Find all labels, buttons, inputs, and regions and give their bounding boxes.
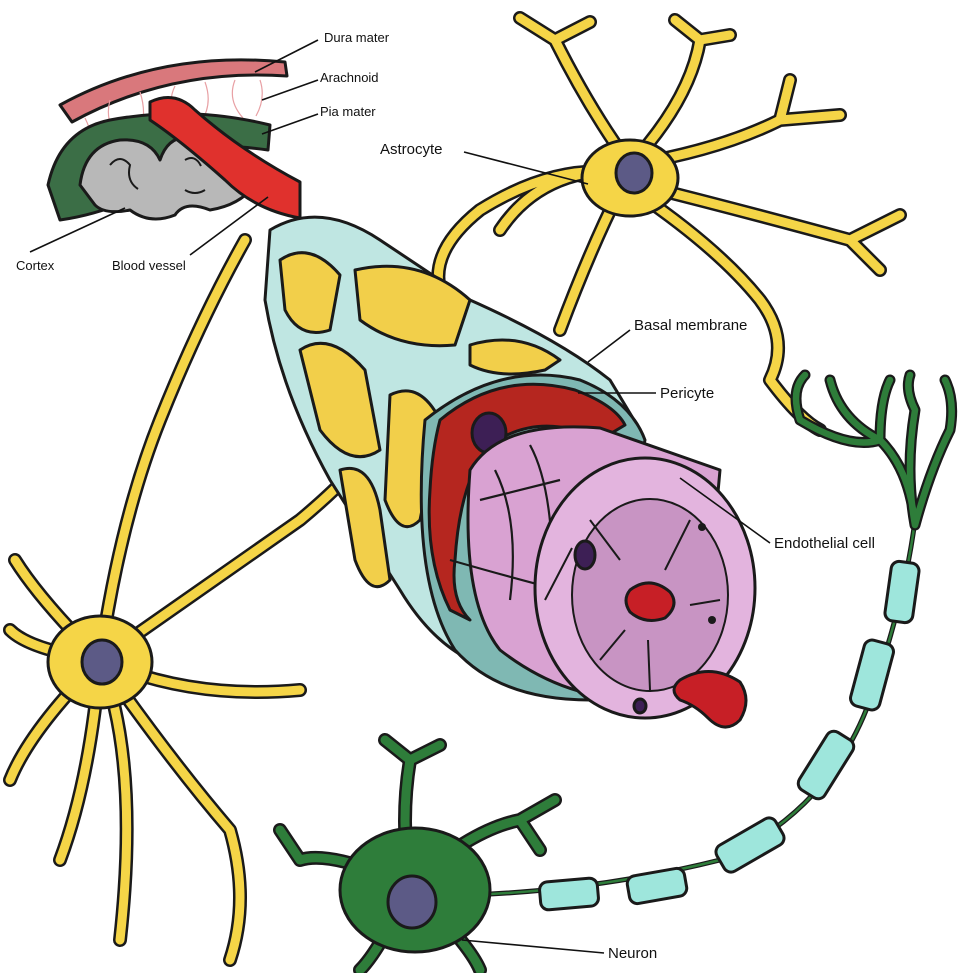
leader-arachnoid: [262, 80, 318, 100]
meninges-group: [48, 60, 300, 220]
red-blood-cell-2: [674, 671, 746, 727]
astrocyte-left-nucleus: [82, 640, 122, 684]
endothelial-nucleus-2: [698, 523, 706, 531]
label-neuron: Neuron: [608, 945, 657, 962]
red-blood-cell-1: [626, 583, 674, 620]
neuron-nucleus: [388, 876, 436, 928]
label-dura-mater: Dura mater: [324, 30, 390, 45]
label-basal-membrane: Basal membrane: [634, 317, 747, 334]
leader-basal-membrane: [588, 330, 630, 362]
endothelial-nucleus-1: [575, 541, 595, 569]
label-endothelial-cell: Endothelial cell: [774, 535, 875, 552]
endothelial-nucleus-3: [708, 616, 716, 624]
myelin-segment: [795, 728, 856, 802]
myelin-segment: [713, 815, 787, 875]
label-arachnoid: Arachnoid: [320, 70, 379, 85]
myelin-segment: [884, 560, 920, 623]
myelin-segment: [849, 638, 896, 711]
leader-neuron: [462, 940, 604, 953]
label-cortex: Cortex: [16, 258, 55, 273]
axon-terminal-branches-fill: [796, 375, 952, 525]
myelin-segment: [539, 878, 599, 911]
label-blood-vessel: Blood vessel: [112, 258, 186, 273]
label-pia-mater: Pia mater: [320, 104, 376, 119]
endothelial-nucleus-4: [634, 699, 646, 713]
label-pericyte: Pericyte: [660, 385, 714, 402]
myelin-segment: [626, 867, 688, 905]
axon-terminal-branches: [796, 375, 952, 525]
capillary-cross-section: [265, 217, 755, 727]
label-astrocyte: Astrocyte: [380, 141, 443, 158]
astrocyte-top-nucleus: [616, 153, 652, 193]
